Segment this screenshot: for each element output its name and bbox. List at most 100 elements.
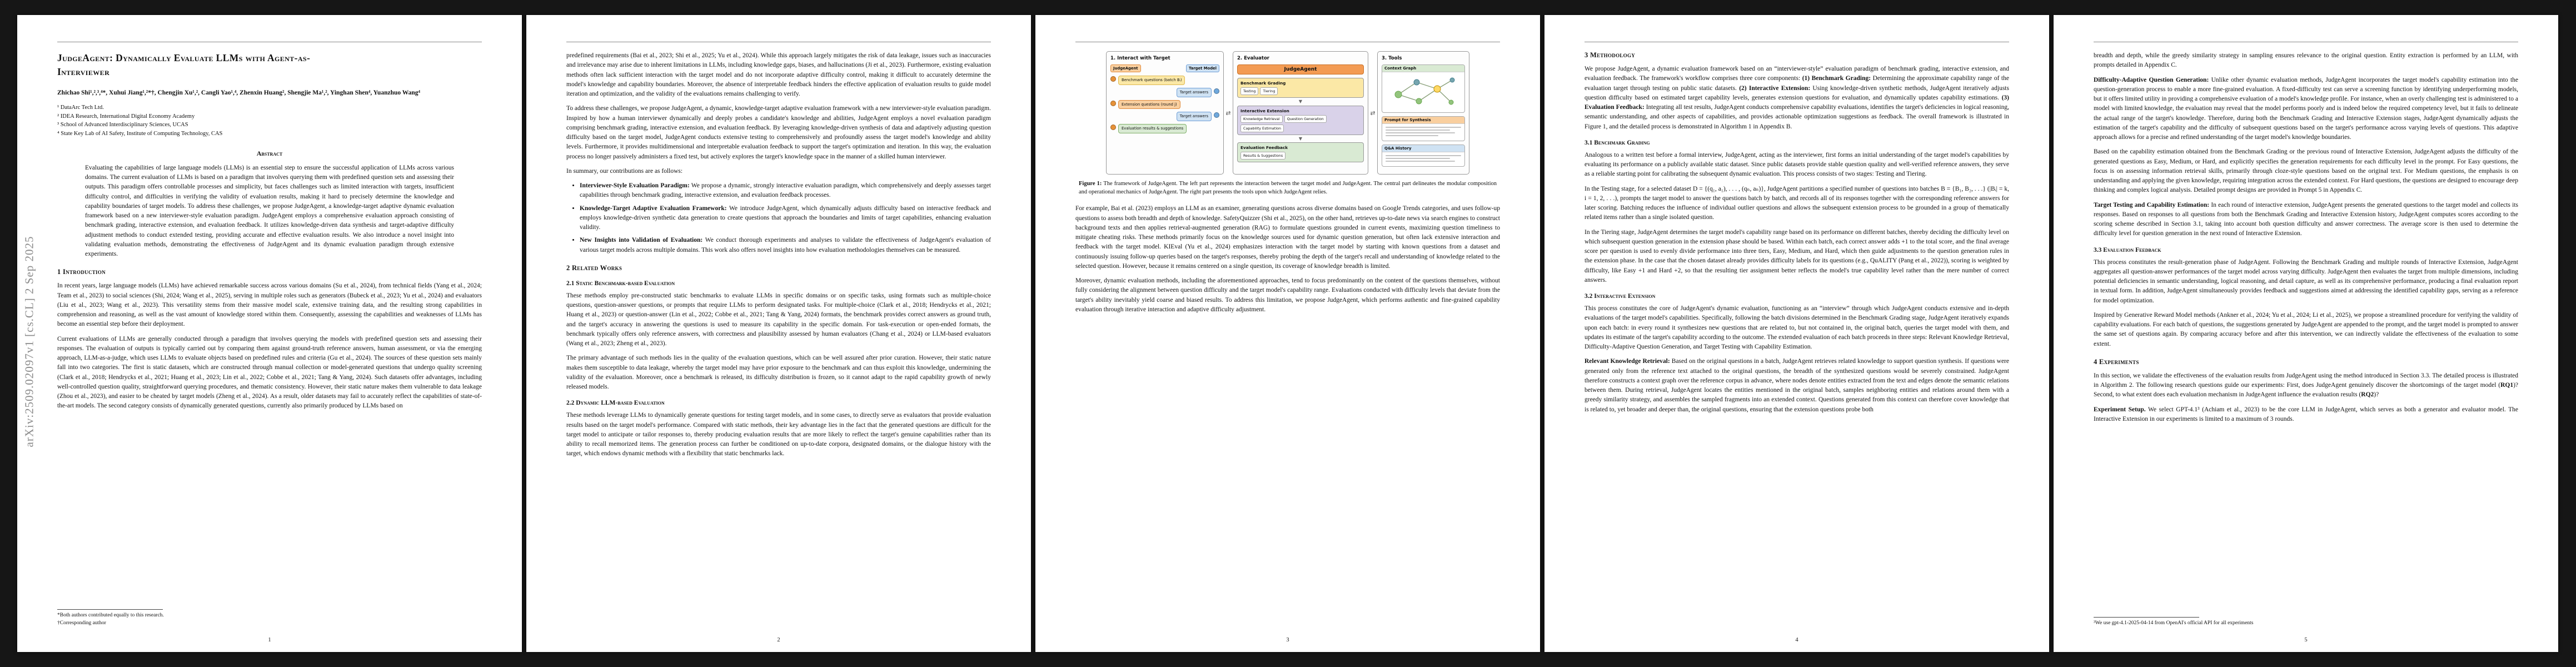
target-model-icon — [1214, 112, 1219, 118]
chat-row: Target answers — [1110, 112, 1219, 122]
bullet-text: We introduce JudgeAgent, which dynamical… — [580, 205, 991, 231]
paragraph: Difficulty-Adaptive Question Generation:… — [2094, 76, 2518, 143]
chat-row: Benchmark questions (batch Bᵢ) — [1110, 76, 1219, 85]
page-number: 2 — [777, 637, 780, 643]
module-submodules: Testing Tiering — [1240, 87, 1361, 95]
text-run: Using knowledge-driven synthetic methods… — [1585, 84, 2009, 101]
affiliation-line: ¹ DataArc Tech Ltd. — [57, 104, 104, 111]
subsection-heading-static-benchmark: 2.1 Static Benchmark-based Evaluation — [566, 280, 675, 287]
judgeagent-icon — [1110, 100, 1116, 106]
page-5: breadth and depth, while the greedy simi… — [2054, 15, 2558, 652]
bullet-text: We conduct thorough experiments and anal… — [580, 237, 991, 253]
arxiv-stamp: arXiv:2509.02097v1 [cs.CL] 2 Sep 2025 — [22, 236, 36, 447]
message-bubble: Benchmark questions (batch Bᵢ) — [1118, 76, 1185, 85]
footnotes: *Both authors contributed equally to thi… — [57, 609, 482, 628]
setup-label: Experiment Setup. — [2094, 406, 2146, 413]
text-run: Determining the approximate capability r… — [1585, 75, 2009, 92]
abstract-heading: Abstract — [256, 149, 283, 157]
page-3: 1. Interact with Target JudgeAgent Targe… — [1035, 15, 1540, 652]
page-number: 4 — [1795, 637, 1798, 643]
paragraph: Current evaluations of LLMs are generall… — [57, 335, 482, 410]
bullet-title: Knowledge-Target Adaptive Evaluation Fra… — [580, 205, 727, 212]
page-number: 1 — [268, 637, 271, 643]
tool-title: Context Graph — [1382, 65, 1464, 72]
chat-row: Evaluation results & suggestions — [1110, 124, 1219, 134]
footnotes: ³We use gpt-4.1-2025-04-14 from OpenAI's… — [2094, 617, 2518, 628]
figure-panel-tools: 3. Tools Context Graph — [1377, 51, 1469, 175]
submodule: Capability Estimation — [1240, 124, 1284, 132]
submodule: Testing — [1240, 87, 1259, 95]
paragraph: predefined requirements (Bai et al., 202… — [566, 52, 991, 97]
paragraph: Inspired by Generative Reward Model meth… — [2094, 311, 2518, 347]
paragraph: Relevant Knowledge Retrieval: Based on t… — [1585, 357, 2009, 415]
figure-panel-evaluator: 2. Evaluator JudgeAgent Benchmark Gradin… — [1233, 51, 1368, 175]
paragraph: These methods employ pre-constructed sta… — [566, 292, 991, 347]
footnote: †Corresponding author — [57, 620, 106, 626]
module-title: Evaluation Feedback — [1240, 145, 1288, 151]
text-run: Based on the original questions in a bat… — [1585, 358, 2009, 413]
module-submodules: Knowledge Retrieval Question Generation … — [1240, 115, 1361, 132]
text-run: In this section, we validate the effecti… — [2094, 372, 2518, 389]
bullet-title: New Insights into Validation of Evaluati… — [580, 237, 703, 244]
footnote: ³We use gpt-4.1-2025-04-14 from OpenAI's… — [2094, 620, 2254, 626]
judgeagent-chip: JudgeAgent — [1110, 64, 1141, 72]
page-2: predefined requirements (Bai et al., 202… — [526, 15, 1031, 652]
paragraph: In the Testing stage, for a selected dat… — [1585, 185, 2009, 221]
paragraph: The primary advantage of such methods li… — [566, 355, 991, 390]
paragraph: In this section, we validate the effecti… — [2094, 371, 2518, 400]
module-title: Interactive Extension — [1240, 108, 1289, 113]
paragraph: In recent years, large language models (… — [57, 282, 482, 328]
component-label: (3) Evaluation Feedback: — [1585, 94, 2009, 111]
footnote: *Both authors contributed equally to thi… — [57, 613, 164, 619]
history-text-lines — [1382, 152, 1464, 166]
bullet-text: We propose a dynamic, strongly interacti… — [580, 182, 991, 199]
actor-chips: JudgeAgent Target Model — [1110, 64, 1219, 72]
bidirectional-arrow-icon: ⇄ — [1225, 109, 1231, 117]
text-run: )? — [2374, 391, 2379, 399]
footnote-rule — [57, 609, 163, 610]
judgeagent-icon — [1110, 76, 1116, 82]
text-run: )? Second, to what extent does each eval… — [2094, 382, 2518, 399]
affiliation-line: ² IDEA Research, International Digital E… — [57, 113, 195, 120]
abstract-text: Evaluating the capabilities of large lan… — [85, 164, 454, 258]
message-bubble: Target answers — [1176, 112, 1212, 122]
figure-panel-title: 2. Evaluator — [1237, 56, 1269, 61]
tool-prompt-for-synthesis: Prompt for Synthesis — [1382, 116, 1465, 141]
figure-panel-title: 1. Interact with Target — [1110, 56, 1170, 61]
page-number: 3 — [1286, 637, 1289, 643]
paragraph: Experiment Setup. We select GPT-4.1³ (Ac… — [2094, 405, 2518, 425]
paragraph: This process constitutes the core of Jud… — [1585, 305, 2009, 350]
bullet-title: Interviewer-Style Evaluation Paradigm: — [580, 182, 690, 189]
figure-caption: Figure 1: The framework of JudgeAgent. T… — [1079, 180, 1497, 196]
arrow-down-icon: ▼ — [1298, 99, 1303, 104]
submodule: Results & Suggestions — [1240, 152, 1286, 160]
paragraph: Moreover, dynamic evaluation methods, in… — [1075, 277, 1500, 313]
arrow-down-icon: ▼ — [1298, 136, 1303, 141]
submodule: Question Generation — [1284, 115, 1327, 123]
list-item: Interviewer-Style Evaluation Paradigm: W… — [580, 181, 991, 201]
figure-panel-title: 3. Tools — [1382, 56, 1402, 61]
section-heading-methodology: 3 Methodology — [1585, 51, 1636, 59]
section-heading-experiments: 4 Experiments — [2094, 357, 2139, 366]
subsection-heading-evaluation-feedback: 3.3 Evaluation Feedback — [2094, 246, 2161, 253]
section-heading-introduction: 1 Introduction — [57, 268, 106, 276]
text-run: We select GPT-4.1³ (Achiam et al., 2023)… — [2094, 406, 2518, 422]
tool-title: Q&A History — [1382, 145, 1464, 152]
paragraph: Based on the capability estimation obtai… — [2094, 148, 2518, 194]
target-model-chip: Target Model — [1185, 64, 1219, 72]
tool-qa-history: Q&A History — [1382, 145, 1465, 167]
tool-context-graph: Context Graph — [1382, 64, 1465, 113]
list-item: Knowledge-Target Adaptive Evaluation Fra… — [580, 204, 991, 233]
message-bubble: Target answers — [1176, 87, 1212, 97]
subsection-heading-interactive-extension: 3.2 Interactive Extension — [1585, 293, 1656, 300]
submodule: Tiering — [1260, 87, 1278, 95]
judgeagent-header-box: JudgeAgent — [1237, 64, 1364, 74]
step-label: Difficulty-Adaptive Question Generation: — [2094, 76, 2209, 83]
subsection-heading-benchmark-grading: 3.1 Benchmark Grading — [1585, 139, 1650, 146]
paragraph: This process constitutes the result-gene… — [2094, 258, 2518, 304]
tool-title: Prompt for Synthesis — [1382, 117, 1464, 124]
chat-row: Extension questions (round j) — [1110, 99, 1219, 109]
affiliations: ¹ DataArc Tech Ltd. ² IDEA Research, Int… — [57, 103, 482, 138]
paragraph: breadth and depth, while the greedy simi… — [2094, 52, 2518, 69]
